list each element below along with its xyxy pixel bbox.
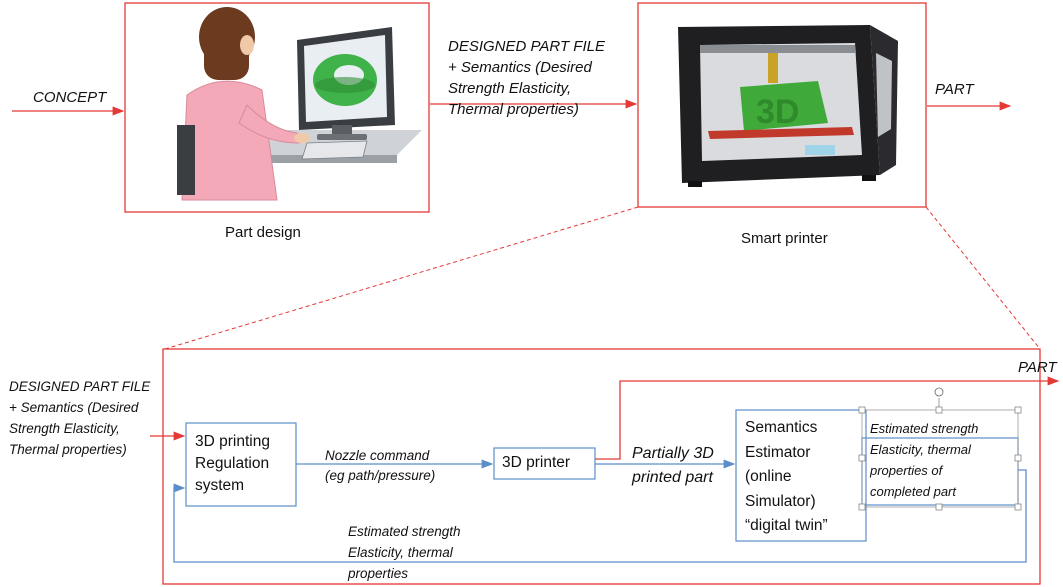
feedback-line: properties (348, 566, 409, 581)
nozzle-command-label: Nozzle command (eg path/pressure) (325, 446, 435, 486)
nozzle-line: Nozzle command (325, 448, 430, 463)
printer-logo: 3D (756, 93, 799, 131)
nozzle-line: (eg path/pressure) (325, 468, 436, 483)
designer-at-computer-illustration (177, 7, 422, 201)
feedback-loop (173, 469, 1027, 563)
detail-part-label: PART (1018, 359, 1057, 376)
regulation-box-text: 3D printing Regulation system (195, 431, 270, 497)
designed-part-file-line: + Semantics (Desired (448, 59, 592, 76)
detail-input-line: DESIGNED PART FILE (9, 379, 151, 394)
designed-part-file-label: DESIGNED PART FILE + Semantics (Desired … (448, 36, 605, 120)
partially-printed-label: Partially 3D printed part (632, 442, 714, 490)
zoom-line-left (164, 206, 639, 350)
estimator-line: Simulator) (745, 492, 816, 510)
estimator-box (735, 409, 867, 542)
estimated-line: completed part (870, 484, 956, 499)
detail-input-line: Thermal properties) (9, 442, 127, 457)
detail-input-label: DESIGNED PART FILE + Semantics (Desired … (9, 376, 150, 460)
estimator-line: Semantics (745, 419, 818, 436)
printer-3d-box (493, 447, 596, 480)
feedback-label: Estimated strength Elasticity, thermal p… (348, 521, 461, 584)
part-bypass-line (595, 376, 1060, 460)
part-design-frame (124, 2, 430, 213)
printer-3d-label: 3D printer (502, 454, 571, 471)
designed-part-file-line: DESIGNED PART FILE (448, 38, 605, 55)
detail-input-line: Strength Elasticity, (9, 421, 120, 436)
regulation-line: Regulation (195, 455, 270, 472)
estimated-properties-label: Estimated strength Elasticity, thermal p… (870, 418, 978, 502)
partial-line: Partially 3D (632, 445, 714, 462)
feedback-line: Estimated strength (348, 524, 461, 539)
regulation-line: 3D printing (195, 433, 270, 450)
smart-printer-frame (637, 2, 927, 208)
estimated-line: Elasticity, thermal (870, 442, 971, 457)
estimated-line: properties of (870, 463, 943, 478)
rotate-handle-icon (934, 387, 944, 397)
regulation-line: system (195, 477, 245, 494)
estimator-box-text: Semantics Estimator (online Simulator) “… (745, 416, 828, 539)
estimator-line: (online (745, 468, 792, 485)
estimated-line: Estimated strength (870, 421, 979, 436)
concept-label: CONCEPT (33, 89, 107, 106)
detail-frame (162, 348, 1041, 585)
partial-line: printed part (632, 469, 713, 486)
detail-input-line: + Semantics (Desired (9, 400, 139, 415)
designed-part-file-line: Thermal properties) (448, 101, 579, 118)
3d-printer-illustration: 3D (678, 25, 898, 187)
estimator-line: “digital twin” (745, 517, 828, 534)
part-output-label: PART (935, 81, 974, 98)
part-design-caption: Part design (225, 224, 301, 241)
selection-handles (858, 406, 1022, 511)
smart-printer-caption: Smart printer (741, 230, 828, 247)
feedback-line: Elasticity, thermal (348, 545, 453, 560)
designed-part-file-line: Strength Elasticity, (448, 80, 572, 97)
estimator-line: Estimator (745, 443, 811, 461)
zoom-line-right (925, 206, 1041, 350)
